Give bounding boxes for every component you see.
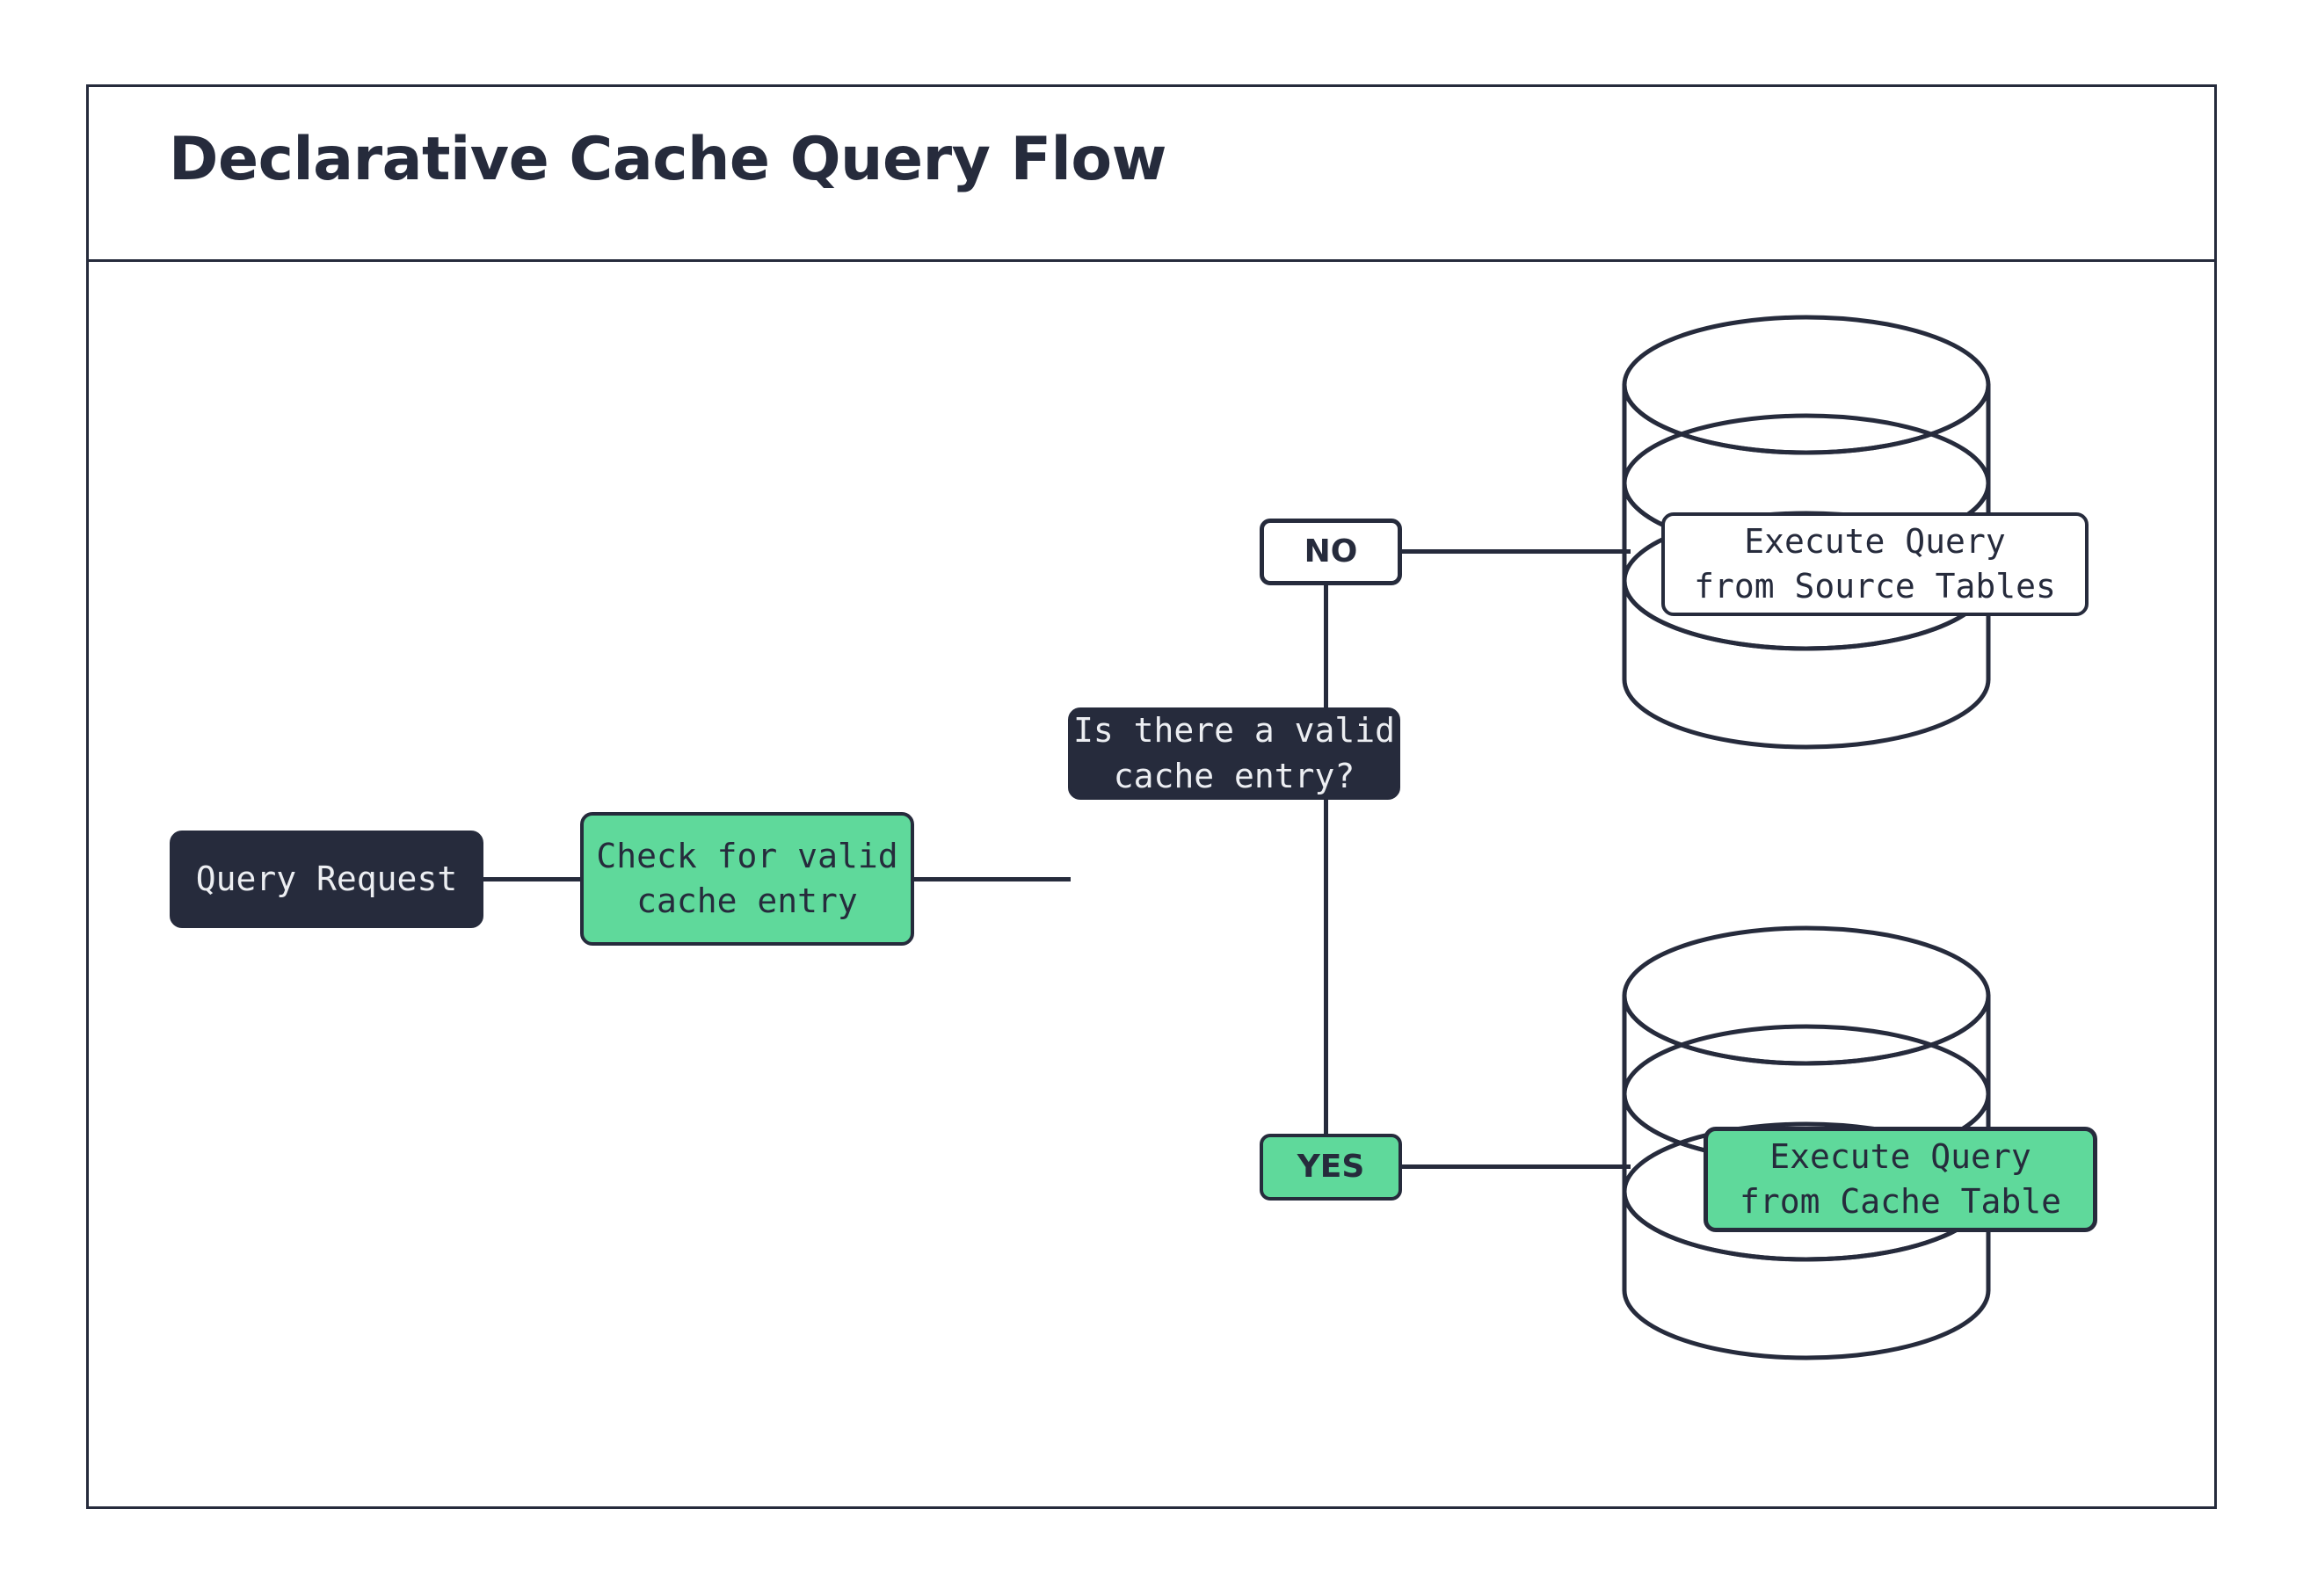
edge-decision-to-yes [1324,796,1328,1137]
edge-label-no[interactable]: NO [1260,519,1402,585]
edge-decision-to-no [1324,580,1328,712]
edge-no-to-source-db [1400,549,1631,554]
page-title: Declarative Cache Query Flow [169,125,1166,194]
edge-query-request-to-check-cache [482,877,584,881]
database-label-source-tables[interactable]: Execute Query from Source Tables [1661,512,2089,616]
edge-label-yes[interactable]: YES [1260,1134,1402,1201]
node-query-request[interactable]: Query Request [170,831,483,928]
diagram-header-bar [86,84,2217,262]
node-is-there-a-valid-cache-entry[interactable]: Is there a valid cache entry? [1068,707,1400,800]
edge-yes-to-cache-db [1400,1164,1631,1169]
database-label-cache-table[interactable]: Execute Query from Cache Table [1704,1127,2097,1232]
edge-check-cache-to-decision [911,877,1071,881]
node-check-for-valid-cache-entry[interactable]: Check for valid cache entry [580,812,914,946]
